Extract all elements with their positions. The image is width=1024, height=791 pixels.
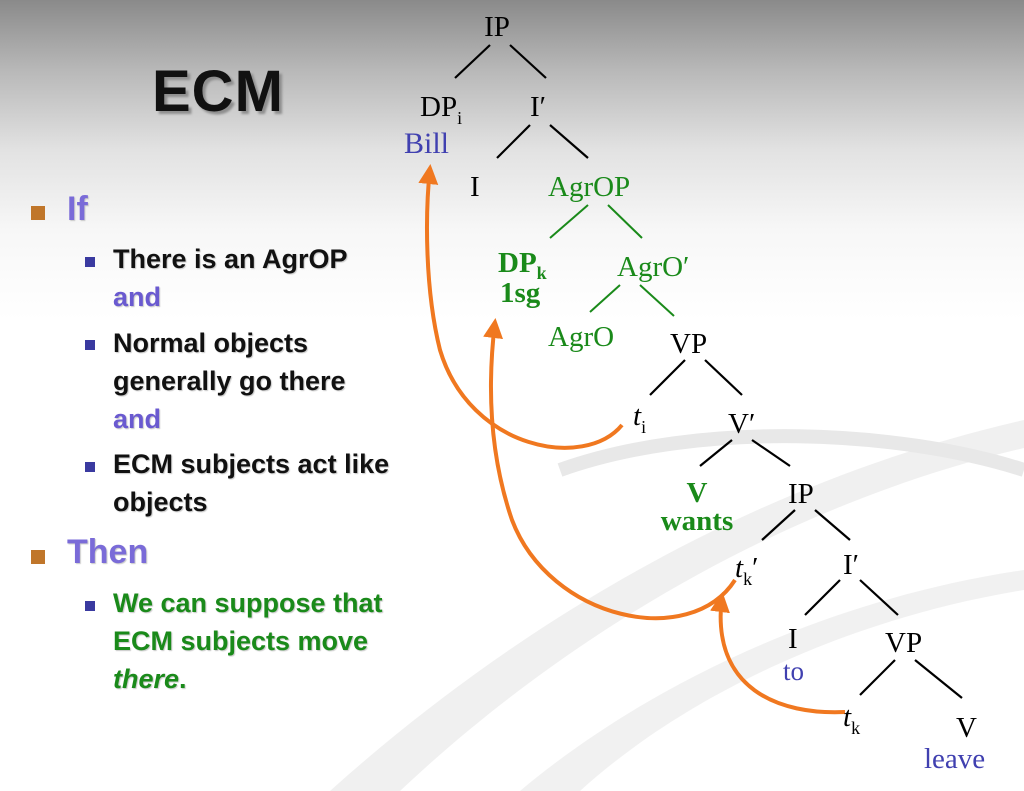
branch-ip-ibar — [509, 44, 547, 79]
node-ibar-top: I′ — [530, 91, 546, 123]
bullet-marker — [85, 601, 95, 611]
node-v2: V — [956, 712, 977, 744]
branch-agrop-agrobar — [607, 204, 643, 239]
movement-arrow-bill — [418, 164, 624, 450]
trace-t-k: tk — [843, 701, 860, 738]
node-i2: I — [788, 623, 798, 655]
node-i-top: I — [470, 171, 480, 203]
sub-bullet-text: We can suppose that ECM subjects move — [113, 588, 383, 656]
word-bill: Bill — [404, 127, 449, 160]
node-dp-i: DPi — [420, 91, 462, 128]
node-ibar2: I′ — [843, 549, 859, 581]
branch-vp-t — [649, 359, 686, 396]
branch-vp-vbar — [704, 359, 743, 396]
word-to: to — [783, 656, 804, 686]
slide-title: ECM — [152, 59, 284, 124]
bullet-marker — [31, 550, 45, 564]
node-dp-k: DPk — [498, 247, 547, 283]
feature-1sg: 1sg — [500, 277, 541, 309]
branch-vbar-ip — [751, 439, 791, 467]
and-connector: and — [113, 282, 162, 312]
sub-bullet-text: Normal objects generally go there — [113, 328, 346, 396]
word-leave: leave — [924, 743, 985, 775]
node-ip-top: IP — [484, 11, 510, 43]
bullet-marker — [31, 206, 45, 220]
node-vbar: V′ — [728, 408, 755, 440]
node-agrop: AgrOP — [548, 171, 630, 203]
sub-bullet-suppose: We can suppose that ECM subjects move th… — [113, 584, 418, 698]
node-agrobar: AgrO′ — [617, 251, 689, 283]
branch-agrobar-vp — [639, 284, 675, 317]
branch-vbar-v — [699, 439, 733, 467]
bullet-if: If — [67, 190, 88, 228]
node-ip2: IP — [788, 478, 814, 510]
sub-bullet-text: There is an AgrOP — [113, 244, 348, 274]
node-v1: V — [687, 477, 708, 509]
bullet-marker — [85, 340, 95, 350]
sub-bullet-ecm-subjects: ECM subjects act like objects — [113, 445, 413, 521]
emphasis-there: there — [113, 664, 180, 694]
branch-ibar2-i — [804, 579, 841, 616]
bullet-marker — [85, 462, 95, 472]
sub-bullet-text: ECM subjects act like objects — [113, 449, 390, 517]
branch-ip-tk — [761, 509, 796, 541]
node-vp2: VP — [885, 627, 922, 659]
branch-ibar-i — [496, 124, 531, 159]
sub-bullet-agrop: There is an AgrOP and — [113, 240, 423, 316]
node-agro: AgrO — [548, 321, 614, 353]
trace-t-k-prime: tk′ — [735, 552, 758, 589]
movement-arrow-to — [710, 592, 846, 715]
branch-agrop-dp — [549, 204, 589, 239]
node-vp1: VP — [670, 328, 707, 360]
branch-ip-ibar2 — [814, 509, 851, 541]
movement-arrow-object — [483, 318, 737, 621]
bullet-then: Then — [67, 533, 149, 571]
branch-ibar-agrop — [549, 124, 589, 159]
branch-ip-dp — [454, 44, 491, 79]
word-wants: wants — [661, 505, 734, 537]
branch-agrobar-agro — [589, 284, 621, 313]
sentence-end: . — [179, 664, 187, 694]
sub-bullet-normal-objects: Normal objects generally go there and — [113, 324, 423, 438]
trace-t-i: ti — [633, 400, 646, 437]
branch-vp2-v — [914, 659, 963, 699]
bullet-marker — [85, 257, 95, 267]
and-connector: and — [113, 404, 162, 434]
branch-ibar2-vp — [859, 579, 899, 616]
branch-vp2-tk — [859, 659, 896, 696]
